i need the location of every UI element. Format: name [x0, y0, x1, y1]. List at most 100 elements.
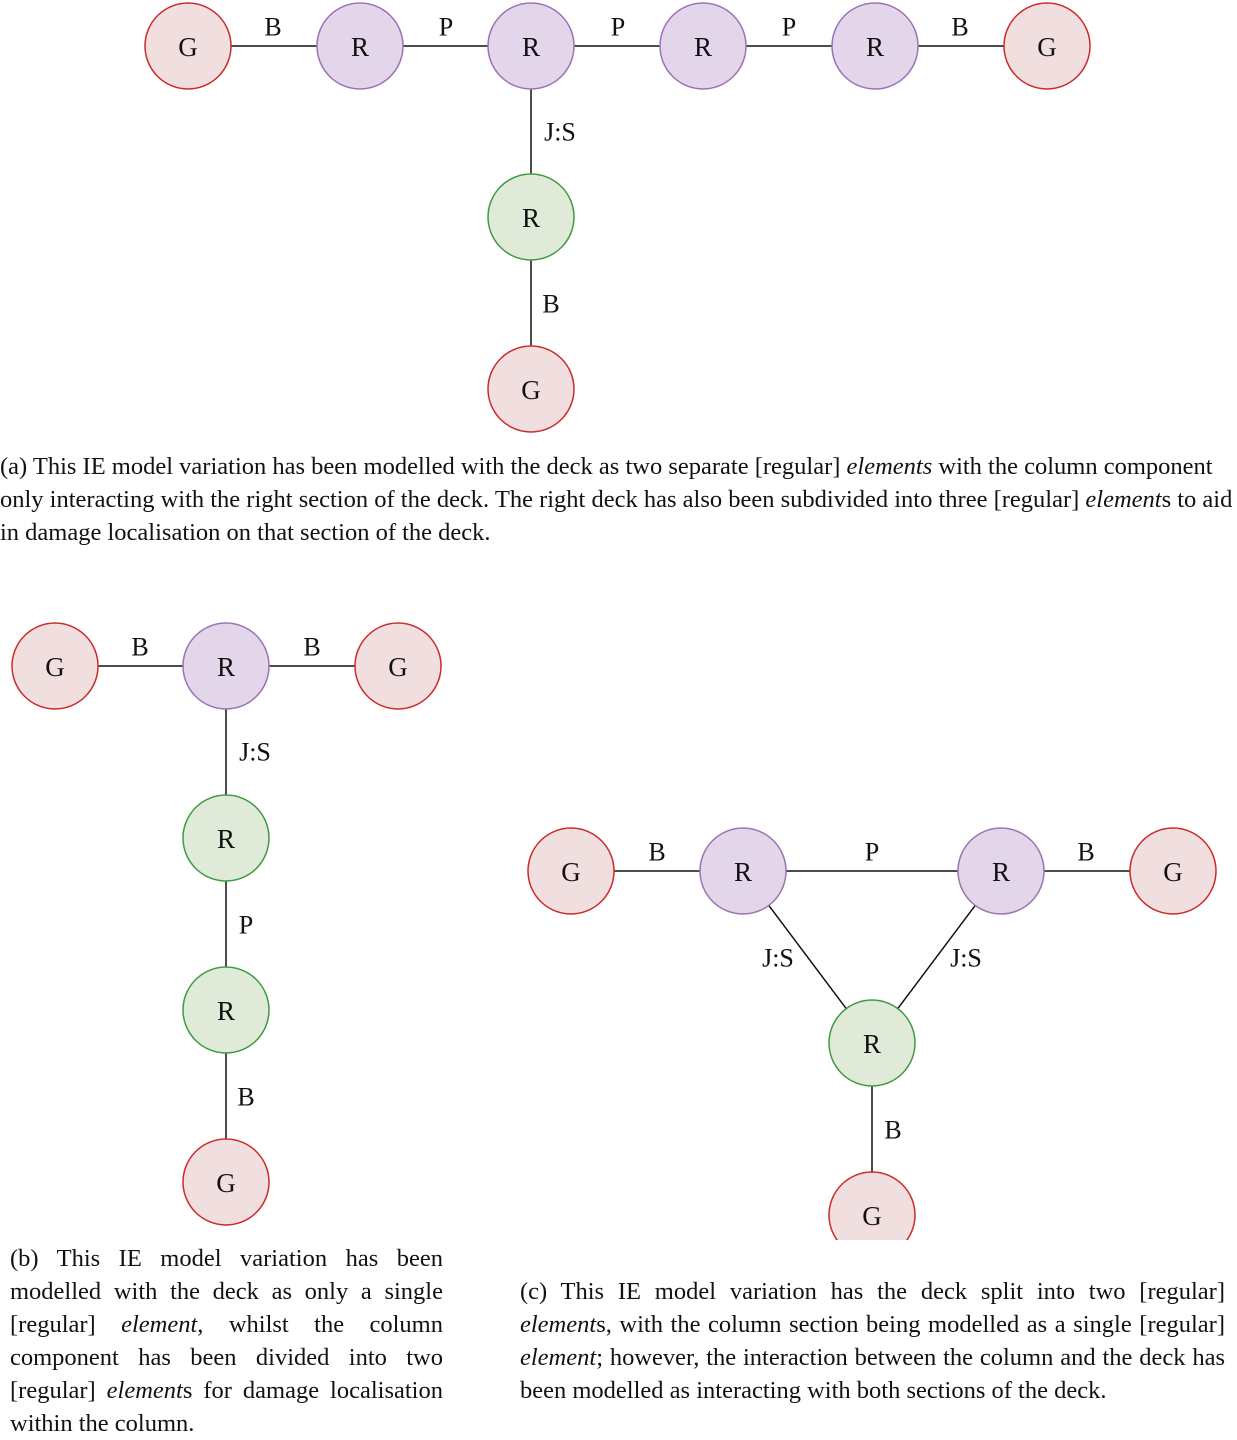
node-circle — [182, 622, 270, 710]
panel-a-graph: B P P P B J:S B G R R R R G R G — [144, 2, 1091, 433]
caption-segment: (c) This IE model variation has the deck… — [520, 1278, 1225, 1305]
caption-segment: with the column component only interacti… — [0, 453, 1213, 513]
node-b_r1-deck: R — [182, 622, 270, 710]
node-circle — [182, 1138, 270, 1226]
node-a_r4-deck: R — [831, 2, 919, 90]
node-c_r2-deck: R — [957, 827, 1045, 915]
caption-b: (b) This IE model variation has been mod… — [10, 1242, 443, 1440]
edge-label-b_g1-b_r1: B — [131, 633, 148, 662]
node-label: G — [45, 652, 65, 682]
node-circle — [354, 622, 442, 710]
caption-segment: elements — [846, 453, 933, 480]
node-circle — [182, 794, 270, 882]
node-label: R — [217, 824, 235, 854]
node-circle — [316, 2, 404, 90]
edge-label-a_r1-a_r2: P — [439, 13, 453, 42]
node-label: G — [561, 857, 581, 887]
edge-label-b_r1-b_g2: B — [303, 633, 320, 662]
node-circle — [699, 827, 787, 915]
node-a_g1-ground: G — [144, 2, 232, 90]
node-label: R — [866, 32, 884, 62]
caption-segment: ; however, the interaction between the c… — [520, 1344, 1225, 1404]
node-a_c1-column: R — [487, 173, 575, 261]
caption-segment: , whilst the column component has been d… — [10, 1311, 443, 1404]
node-a_g2-ground: G — [1003, 2, 1091, 90]
node-label: R — [992, 857, 1010, 887]
node-circle — [828, 999, 916, 1087]
node-label: G — [862, 1201, 882, 1231]
node-label: R — [217, 996, 235, 1026]
node-circle — [11, 622, 99, 710]
edge-label-c_r1-c_r2: P — [865, 838, 879, 867]
edge-label-b_c2-b_g3: B — [237, 1083, 254, 1112]
edge-label-a_r2-a_c1: J:S — [544, 118, 576, 147]
edge-label-a_c1-a_g3: B — [542, 290, 559, 319]
node-label: R — [734, 857, 752, 887]
edge-label-c_g1-c_r1: B — [648, 838, 665, 867]
caption-segment: element — [520, 1344, 597, 1371]
caption-segment: s, with the column section being modelle… — [596, 1311, 1225, 1338]
node-circle — [831, 2, 919, 90]
edge-c_r1-c_c1 — [768, 904, 847, 1010]
edge-label-a_r2-a_r3: P — [611, 13, 625, 42]
panel-c-graph: B P B J:S J:S B G R R G R G — [527, 827, 1217, 1240]
node-circle — [1003, 2, 1091, 90]
caption-c: (c) This IE model variation has the deck… — [520, 1275, 1225, 1407]
node-c_r1-deck: R — [699, 827, 787, 915]
caption-segment: (a) This IE model variation has been mod… — [0, 453, 847, 480]
edge-label-a_r3-a_r4: P — [782, 13, 796, 42]
node-label: R — [351, 32, 369, 62]
node-a_r3-deck: R — [659, 2, 747, 90]
node-circle — [487, 345, 575, 433]
node-a_r1-deck: R — [316, 2, 404, 90]
node-circle — [487, 2, 575, 90]
node-c_g3-ground: G — [828, 1171, 916, 1240]
edge-label-b_c1-b_c2: P — [239, 911, 253, 940]
caption-segment: (b) This IE model variation has been mod… — [10, 1245, 443, 1338]
caption-segment: element — [1085, 486, 1162, 513]
panel-b-graph: B B J:S P B G R G R R G — [11, 622, 442, 1226]
node-b_c2-column: R — [182, 966, 270, 1054]
node-b_g2-ground: G — [354, 622, 442, 710]
edge-label-a_g1-a_r1: B — [264, 13, 281, 42]
node-circle — [144, 2, 232, 90]
node-label: R — [694, 32, 712, 62]
node-c_g1-ground: G — [527, 827, 615, 915]
node-circle — [487, 173, 575, 261]
edge-label-b_r1-b_c1: J:S — [239, 738, 271, 767]
caption-segment: element — [106, 1377, 183, 1404]
edge-label-c_c1-c_g3: B — [884, 1116, 901, 1145]
node-label: R — [217, 652, 235, 682]
node-label: G — [521, 375, 541, 405]
node-circle — [1129, 827, 1217, 915]
edge-label-c_r2-c_g2: B — [1077, 838, 1094, 867]
node-label: G — [216, 1168, 236, 1198]
node-label: G — [178, 32, 198, 62]
node-circle — [957, 827, 1045, 915]
node-label: R — [863, 1029, 881, 1059]
node-c_g2-ground: G — [1129, 827, 1217, 915]
edge-label-c_r2-c_c1: J:S — [950, 944, 982, 973]
caption-a: (a) This IE model variation has been mod… — [0, 450, 1237, 549]
node-b_c1-column: R — [182, 794, 270, 882]
node-c_c1-column: R — [828, 999, 916, 1087]
caption-segment: element — [121, 1311, 198, 1338]
caption-segment: element — [520, 1311, 597, 1338]
node-circle — [182, 966, 270, 1054]
edge-label-a_r4-a_g2: B — [951, 13, 968, 42]
node-label: G — [1163, 857, 1183, 887]
node-label: G — [388, 652, 408, 682]
node-label: G — [1037, 32, 1057, 62]
node-a_r2-deck: R — [487, 2, 575, 90]
edge-label-c_r1-c_c1: J:S — [762, 944, 794, 973]
node-circle — [828, 1171, 916, 1240]
edge-c_r2-c_c1 — [897, 904, 976, 1010]
node-circle — [527, 827, 615, 915]
node-label: R — [522, 32, 540, 62]
node-label: R — [522, 203, 540, 233]
node-b_g1-ground: G — [11, 622, 99, 710]
node-a_g3-ground: G — [487, 345, 575, 433]
caption-segment: s to aid in damage localisation on that … — [0, 486, 1233, 546]
node-b_g3-ground: G — [182, 1138, 270, 1226]
